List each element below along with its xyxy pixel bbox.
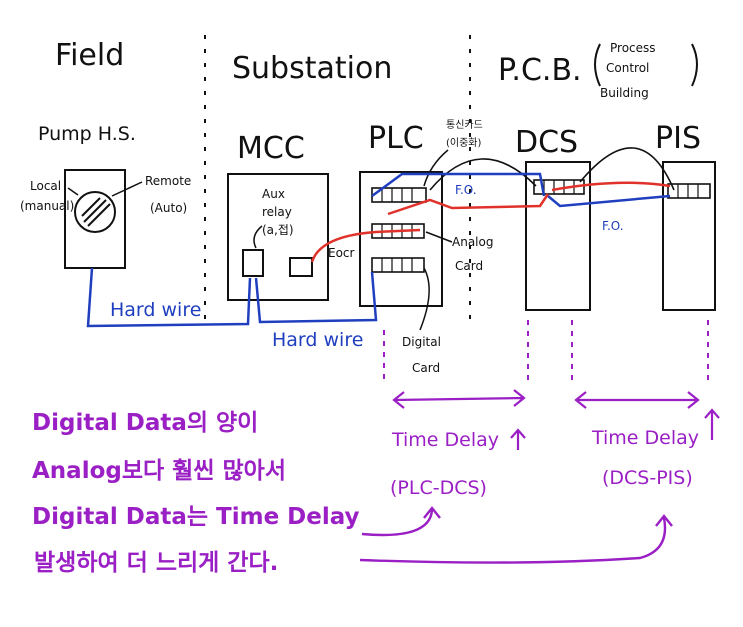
aux-relay-label-3: (a,접) (262, 223, 294, 237)
note-line-4: 발생하여 더 느리게 간다. (34, 550, 278, 576)
eocr-box (289, 257, 313, 277)
dcs-panel (525, 161, 591, 311)
hand-switch-icon (74, 191, 116, 233)
red-line-plc-dcs (387, 193, 550, 216)
delay-arrow-plc-dcs (392, 389, 526, 409)
remote-label-1: Remote (145, 174, 191, 188)
eocr-label: Eocr (328, 246, 355, 260)
comm-card-label-1: 통신카드 (446, 119, 483, 131)
analog-card-pointer (425, 231, 453, 243)
note-line-1: Digital Data의 양이 (32, 410, 258, 436)
hardwire-label-2: Hard wire (272, 329, 363, 351)
note-line-3: Digital Data는 Time Delay (32, 504, 360, 530)
analog-card-label-1: Analog (452, 235, 493, 249)
fo-label-2: F.O. (602, 219, 624, 233)
delay-title-plc-dcs: Time Delay (391, 429, 499, 451)
mcc-label: MCC (237, 131, 305, 166)
hardwire-mcc-plc (254, 271, 378, 324)
delay-arrow-dcs-pis (574, 391, 700, 409)
local-label-2: (manual) (20, 199, 74, 213)
remote-pointer (111, 181, 143, 197)
fiber-optic-plc-dcs (371, 172, 546, 198)
dcs-comm-card-slots (543, 180, 575, 194)
local-pointer (67, 187, 79, 196)
zone-title-substation: Substation (232, 51, 392, 86)
plc-digital-card-slots (381, 258, 413, 272)
hardwire-label-1: Hard wire (110, 299, 201, 321)
pump-hs-label: Pump H.S. (38, 123, 136, 145)
delay-range-dcs-pis: (DCS-PIS) (602, 467, 693, 489)
note-line-2: Analog보다 훨씬 많아서 (32, 458, 286, 484)
dcs-comm-card (533, 179, 585, 195)
fiber-optic-dcs-pis (547, 194, 671, 208)
plc-comm-card-slots (381, 188, 413, 202)
digital-card-pointer (419, 267, 430, 331)
pcb-paren-right (691, 43, 698, 87)
aux-relay-box (242, 249, 264, 277)
pis-comm-card (667, 183, 711, 199)
delay-range-plc-dcs: (PLC-DCS) (390, 477, 487, 499)
red-line-dcs-pis (551, 181, 671, 192)
plc-label: PLC (368, 121, 424, 156)
note-arrow-to-plc-dcs (361, 506, 441, 537)
delay-title-dcs-pis: Time Delay (591, 427, 699, 449)
zone-title-pcb: P.C.B. (498, 53, 582, 88)
zone-title-field: Field (55, 38, 124, 73)
aux-relay-label-1: Aux (262, 187, 285, 201)
arc-dcs-pis (579, 147, 675, 191)
red-line-eocr-analog (310, 228, 421, 263)
hand-switch-hatch (81, 197, 111, 227)
remote-label-2: (Auto) (150, 201, 187, 215)
fo-label-1: F.O. (455, 183, 477, 197)
hardwire-field-mcc (86, 267, 252, 328)
aux-relay-pointer (253, 225, 263, 249)
pis-label: PIS (655, 121, 701, 156)
mcc-panel (227, 173, 329, 301)
plc-analog-card (371, 223, 425, 239)
up-arrow-dcs-pis (704, 408, 720, 440)
pcb-paren-left (594, 43, 601, 87)
pump-hs-box (64, 169, 126, 269)
local-label-1: Local (30, 179, 61, 193)
plc-digital-card (371, 257, 425, 273)
pis-panel (662, 161, 716, 311)
aux-relay-label-2: relay (262, 205, 292, 219)
dcs-label: DCS (515, 125, 578, 160)
up-arrow-plc-dcs (510, 428, 526, 450)
analog-card-label-2: Card (455, 259, 483, 273)
digital-card-label-2: Card (412, 361, 440, 375)
pcb-full-line-1: Process (610, 41, 656, 55)
plc-panel (359, 171, 443, 307)
note-arrow-to-dcs-pis (359, 514, 673, 564)
pis-comm-card-slots (677, 184, 699, 198)
pcb-full-line-3: Building (600, 86, 649, 100)
pcb-full-line-2: Control (606, 61, 649, 75)
digital-card-label-1: Digital (402, 335, 441, 349)
comm-card-label-2: (이중화) (446, 137, 482, 149)
comm-card-pointer (423, 149, 449, 187)
